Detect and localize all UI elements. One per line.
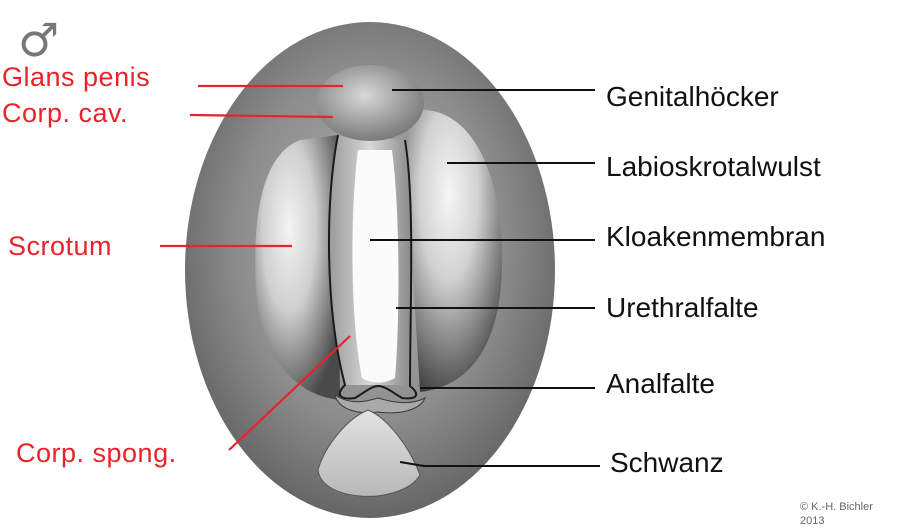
- pointer-corp-cav: [189, 113, 334, 119]
- cloacal-membrane: [352, 150, 399, 383]
- label-urethralfalte: Urethralfalte: [606, 292, 759, 323]
- tail: [317, 409, 421, 497]
- copyright-line-2: 2013: [800, 515, 824, 527]
- copyright-line-1: © K.-H. Bichler: [800, 501, 873, 513]
- pointer-corp-spong: [228, 335, 351, 451]
- urethral-fold-outline: [327, 134, 418, 400]
- label-kloakenmembran: Kloakenmembran: [606, 221, 825, 252]
- label-glans-penis: Glans penis: [2, 62, 150, 92]
- label-labioskrotalwulst: Labioskrotalwulst: [606, 151, 821, 182]
- right-labioscrotal-swelling: [405, 109, 503, 392]
- genital-tubercle-glans: [316, 65, 424, 141]
- label-corp-spong: Corp. spong.: [16, 438, 177, 468]
- label-analfalte: Analfalte: [606, 368, 715, 399]
- anal-fold: [334, 393, 427, 414]
- label-genitalhoecker: Genitalhöcker: [606, 81, 779, 112]
- label-scrotum: Scrotum: [8, 231, 112, 261]
- label-schwanz: Schwanz: [610, 447, 724, 478]
- left-labioscrotal-swelling: [255, 135, 340, 400]
- label-corp-cav: Corp. cav.: [2, 98, 128, 128]
- male-symbol-icon: ♂: [18, 13, 59, 67]
- pointer-schwanz: [399, 461, 600, 467]
